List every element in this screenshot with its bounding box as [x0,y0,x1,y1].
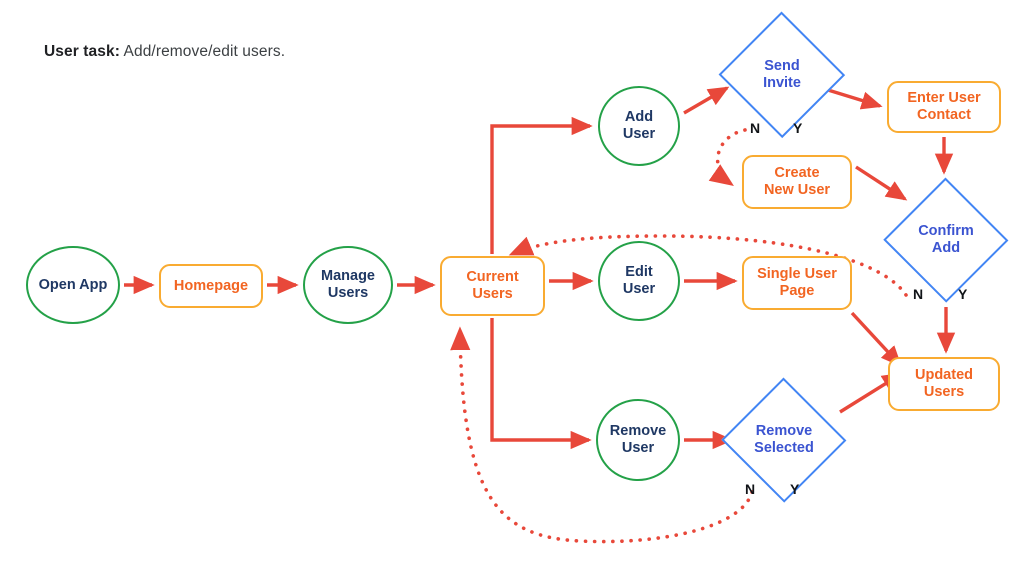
edge-current-users-to-remove-user [490,318,592,450]
node-open-app[interactable]: Open App [26,246,120,324]
node-label: Homepage [173,277,249,294]
task-text: Add/remove/edit users. [123,43,286,60]
branch-label-confirm-add-n: N [913,286,924,302]
branch-label-remove-selected-n: N [745,481,756,497]
edge-send-invite-n-to-create-new-user [708,128,747,187]
edge-current-users-to-add-user [490,116,593,254]
task-label: User task: [44,43,120,60]
edge-single-user-page-to-updated-users [850,311,902,367]
page-title: User task: Add/remove/edit users. [44,43,285,61]
branch-label-remove-selected-y: Y [790,481,800,497]
node-homepage[interactable]: Homepage [159,264,263,308]
branch-label-confirm-add-y: Y [958,286,968,302]
branch-label-send-invite-n: N [750,120,761,136]
branch-label-send-invite-y: Y [793,120,803,136]
node-label: Open App [38,276,108,293]
